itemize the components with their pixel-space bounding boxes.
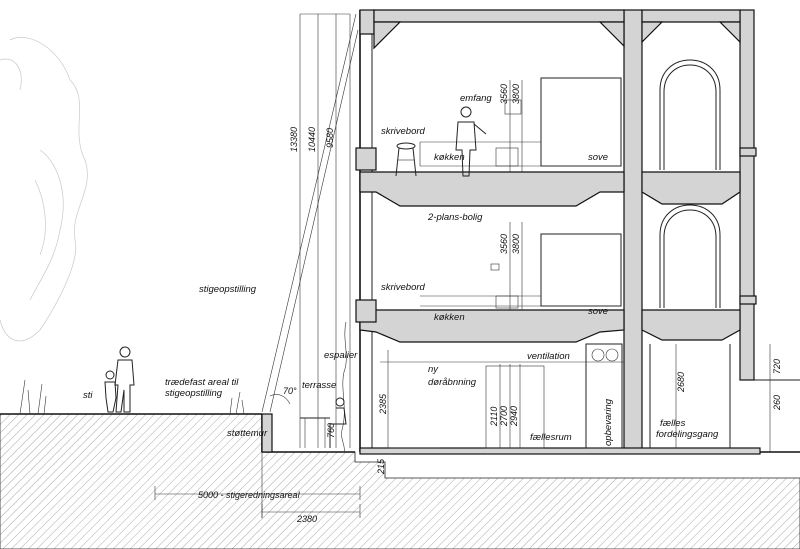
label-skrivebord-lower: skrivebord — [381, 282, 426, 293]
dimension-texts: 13380 10440 9580 3560 3800 3560 3800 238… — [198, 84, 782, 524]
label-ventilation: ventilation — [527, 351, 570, 362]
ground-floor — [380, 343, 624, 449]
label-sove-upper: sove — [588, 152, 608, 163]
dim-2380: 2380 — [296, 514, 317, 524]
label-kokken-upper: køkken — [434, 152, 465, 163]
label-traedefast-1: trædefast areal til — [165, 377, 239, 388]
label-traedefast-2: stigeopstilling — [165, 388, 223, 399]
ladder-lines — [261, 13, 359, 448]
walking-person-icon — [104, 346, 135, 413]
dim-2110: 2110 — [489, 407, 499, 427]
label-stottemur: støttemur — [227, 428, 268, 439]
dim-215: 215 — [376, 458, 386, 475]
label-opbevaring: opbevaring — [603, 398, 614, 446]
dim-2940: 2940 — [509, 406, 519, 427]
dim-up-3800: 3800 — [511, 84, 521, 104]
dim-mid-3560: 3560 — [499, 234, 509, 254]
dim-angle: 70° — [283, 386, 297, 396]
labels: emfang skrivebord køkken sove 2-plans-bo… — [83, 93, 719, 446]
label-sove-lower: sove — [588, 306, 608, 317]
dim-up-3560: 3560 — [499, 84, 509, 104]
label-two-plan: 2-plans-bolig — [427, 212, 483, 223]
shrubs — [19, 379, 245, 415]
dim-2680: 2680 — [676, 372, 686, 393]
label-faelles: fælles — [660, 418, 686, 429]
seated-person-icon — [300, 397, 347, 448]
dimension-lines — [154, 80, 771, 518]
dim-10440: 10440 — [307, 127, 317, 152]
ground — [0, 379, 800, 549]
upper-apartment — [395, 77, 622, 177]
dim-mid-3800: 3800 — [511, 234, 521, 254]
label-espalier: espalier — [324, 350, 358, 361]
bar-stool-icon — [395, 142, 417, 177]
middle-apartment — [420, 233, 622, 309]
dim-9580: 9580 — [325, 128, 335, 148]
dim-13380: 13380 — [289, 127, 299, 152]
dim-760: 760 — [326, 423, 336, 438]
label-emfang: emfang — [460, 93, 492, 104]
label-sti: sti — [83, 390, 93, 401]
label-kokken-lower: køkken — [434, 312, 465, 323]
dim-5000: 5000 - stigeredningsareal — [198, 490, 301, 500]
person-figure-icon — [455, 106, 487, 177]
dim-720: 720 — [772, 359, 782, 374]
dim-2385: 2385 — [378, 393, 388, 415]
espalier-vine — [341, 321, 347, 453]
label-fordelingsgang: fordelingsgang — [656, 429, 719, 440]
tree-outline-icon — [0, 37, 88, 342]
label-stigeopstilling: stigeopstilling — [199, 284, 257, 295]
label-skrivebord-upper: skrivebord — [381, 126, 426, 137]
label-terrasse: terrasse — [302, 380, 336, 391]
label-ny: ny — [428, 364, 439, 375]
dim-260: 260 — [772, 395, 782, 411]
building-structure — [355, 9, 761, 455]
arches — [649, 59, 731, 448]
retaining-wall — [261, 413, 273, 453]
dim-2700: 2700 — [499, 406, 509, 427]
label-doraabning: døråbnning — [428, 377, 477, 388]
label-faellesrum: fællesrum — [530, 432, 572, 443]
